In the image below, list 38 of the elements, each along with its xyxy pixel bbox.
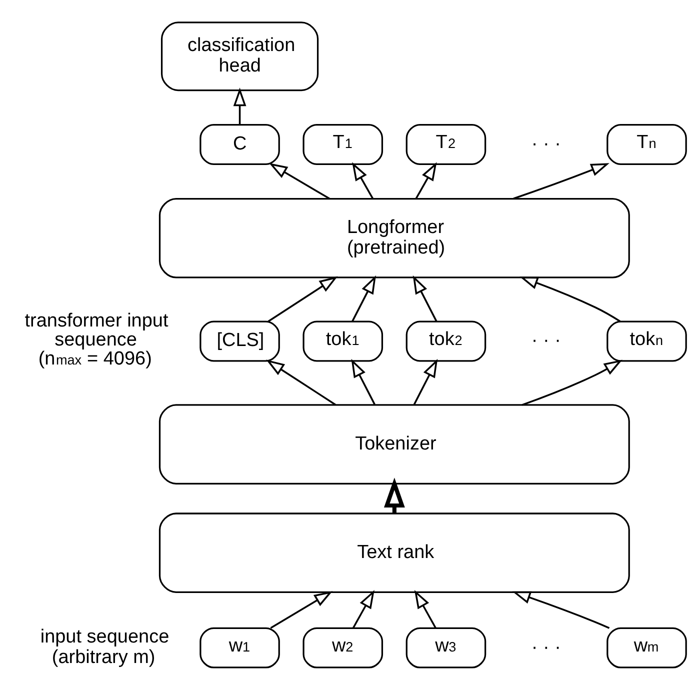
arrow [512, 590, 610, 628]
node-box: Text rank [158, 512, 630, 592]
arrow [413, 358, 438, 404]
arrow [520, 276, 621, 322]
label: · · · [531, 636, 561, 658]
arrow [415, 162, 437, 199]
arrow [268, 276, 338, 322]
node-box: tokn [606, 320, 687, 362]
node-box: Longformer (pretrained) [158, 197, 630, 278]
node-box: Tn [606, 124, 687, 164]
node-box: w2 [302, 626, 384, 668]
node-box: T2 [406, 124, 486, 164]
arrow [522, 359, 622, 406]
arrow [513, 162, 610, 199]
node-box: w1 [200, 626, 280, 668]
node-box: [CLS] [200, 320, 280, 362]
arrow [352, 162, 374, 199]
node-box: Tokenizer [158, 404, 630, 484]
label: · · · [531, 330, 561, 351]
arrow [352, 589, 374, 628]
arrow [352, 274, 376, 322]
node-box: tok1 [302, 320, 384, 362]
arrow [270, 590, 333, 628]
label: transformer input sequence (nmax = 4096) [24, 310, 168, 370]
arrow [351, 358, 376, 404]
node-box: tok2 [406, 320, 486, 362]
node-box: wm [606, 626, 687, 668]
label: · · · [531, 133, 561, 154]
node-box: T1 [302, 124, 384, 164]
arrow [269, 162, 330, 199]
node-box: C [200, 124, 280, 164]
arrow [412, 274, 438, 322]
arrow [266, 359, 336, 405]
arrow [233, 87, 246, 124]
node-box: classification head [160, 21, 319, 91]
node-box: w3 [406, 626, 486, 668]
arrow [414, 589, 436, 628]
label: input sequence (arbitrary m) [40, 626, 170, 668]
